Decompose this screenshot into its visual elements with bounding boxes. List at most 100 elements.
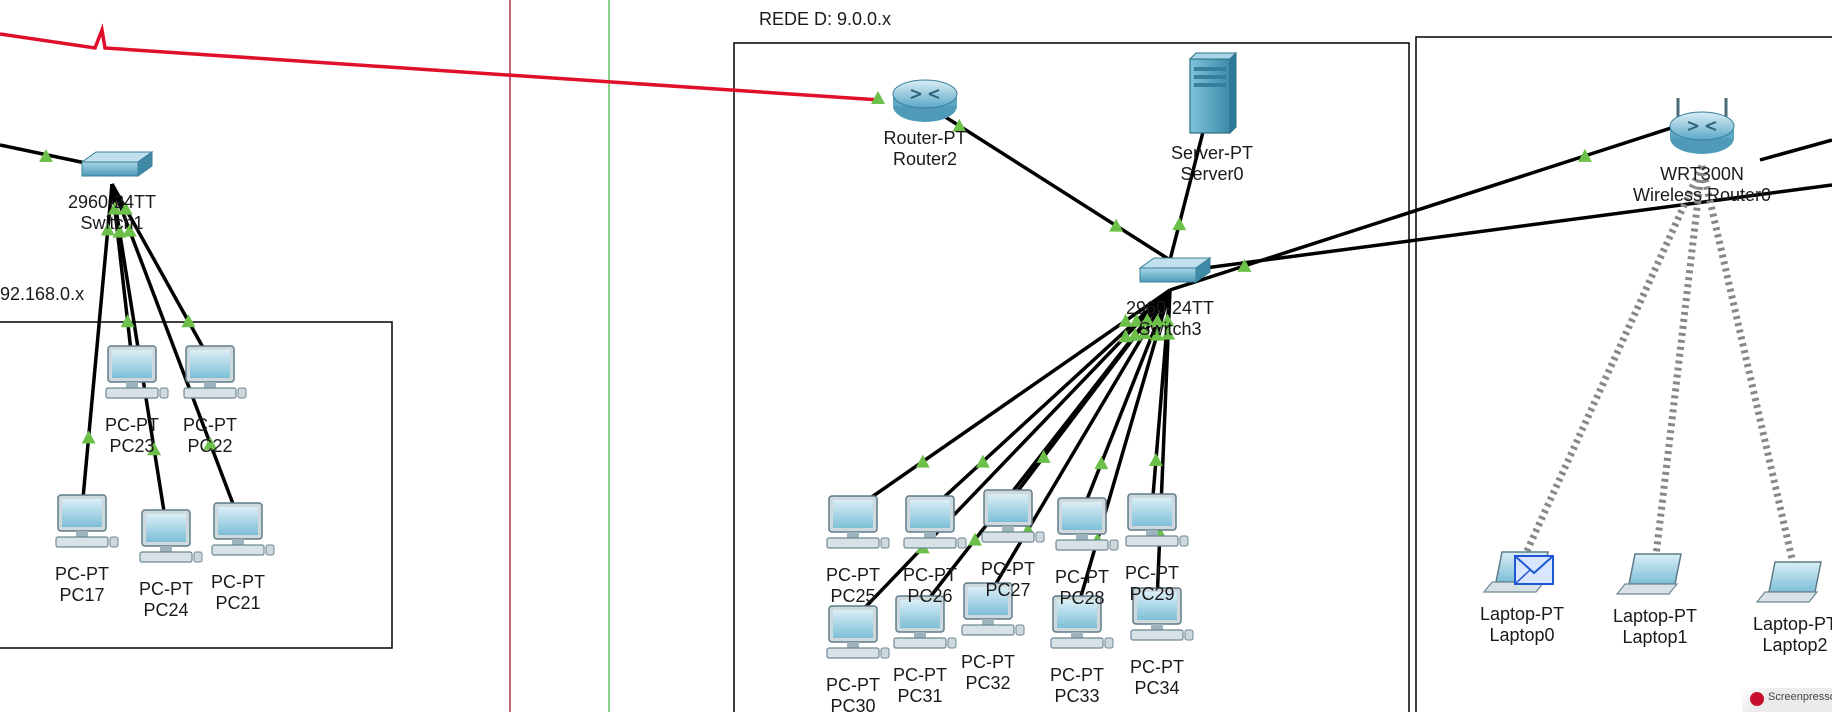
port-light-up — [1160, 313, 1175, 327]
copper-link[interactable] — [80, 183, 114, 510]
port-light-up — [1140, 312, 1155, 326]
port-light-up — [1172, 217, 1187, 231]
pc33-pc-icon[interactable] — [1050, 595, 1114, 649]
zone-rede-c[interactable] — [0, 321, 393, 649]
device-model: PC-PT — [139, 579, 193, 599]
device-name: PC21 — [215, 593, 261, 613]
pc26-pc-icon[interactable] — [903, 495, 967, 549]
copper-link[interactable] — [110, 183, 240, 518]
serial-link[interactable] — [0, 23, 881, 102]
pc21-pc-icon[interactable] — [211, 502, 275, 556]
switch1-switch-icon[interactable] — [80, 151, 154, 177]
port-light-up — [1094, 456, 1109, 470]
device-name: PC26 — [907, 586, 953, 606]
device-name: PC28 — [1059, 588, 1105, 608]
laptop1-laptop-icon[interactable] — [1615, 553, 1682, 595]
port-light-up — [107, 201, 122, 215]
pc32-pc-icon[interactable] — [961, 582, 1025, 636]
port-light-up — [1118, 313, 1133, 327]
copper-link[interactable] — [1155, 289, 1172, 603]
copper-link[interactable] — [1075, 289, 1172, 611]
pc28-pc-icon[interactable] — [1055, 497, 1119, 551]
device-name: PC34 — [1134, 678, 1180, 698]
zone-wireless[interactable] — [1415, 36, 1832, 712]
port-light-up — [147, 442, 162, 456]
port-light-up — [120, 314, 135, 328]
port-light-up — [203, 436, 218, 450]
device-model: Server-PT — [1170, 143, 1254, 163]
copper-link[interactable] — [1169, 116, 1703, 292]
copper-link-offscreen-right-1[interactable] — [1759, 138, 1832, 162]
device-name: Server0 — [1180, 164, 1244, 184]
pc23-pc-icon[interactable] — [105, 345, 169, 399]
port-light-up — [975, 454, 990, 468]
screenpresso-logo-icon — [1750, 692, 1764, 706]
device-model: PC-PT — [893, 665, 947, 685]
wireless-link[interactable] — [1698, 165, 1799, 573]
device-name: Laptop2 — [1762, 635, 1828, 655]
zone-rede-d[interactable] — [733, 42, 1410, 712]
port-light-up — [181, 314, 196, 328]
device-model: PC-PT — [1050, 665, 1104, 685]
port-light-up — [1237, 258, 1252, 272]
pc25-pc-icon[interactable] — [826, 495, 890, 549]
device-name: PC23 — [109, 436, 155, 456]
device-name: PC32 — [965, 673, 1011, 693]
laptop2-laptop-icon[interactable] — [1755, 561, 1822, 603]
pc30-pc-icon[interactable] — [826, 605, 890, 659]
pc29-pc-icon[interactable] — [1125, 493, 1189, 547]
port-light-up — [968, 532, 982, 546]
pc17-pc-icon[interactable] — [55, 494, 119, 548]
device-model: PC-PT — [826, 565, 880, 585]
copper-link[interactable] — [852, 288, 1171, 512]
port-light-up — [122, 223, 137, 237]
device-model: Laptop-PT — [1479, 604, 1565, 624]
envelope-icon[interactable] — [1514, 555, 1554, 585]
router2-router-icon[interactable] — [892, 79, 958, 122]
device-model: PC-PT — [903, 565, 957, 585]
screenpresso-watermark: Screenpresso — [1742, 688, 1832, 712]
device-name: PC27 — [985, 580, 1031, 600]
copper-link[interactable] — [924, 102, 1171, 262]
device-model: PC-PT — [55, 564, 109, 584]
port-light-up — [1150, 314, 1165, 328]
device-model: PC-PT — [981, 559, 1035, 579]
pc34-pc-icon[interactable] — [1130, 587, 1194, 641]
copper-link-offscreen-right-2[interactable] — [1189, 183, 1832, 272]
copper-link[interactable] — [986, 289, 1172, 598]
zone-label-rede-c: 92.168.0.x — [0, 284, 85, 304]
wireless-link[interactable] — [1518, 164, 1706, 564]
pc24-pc-icon[interactable] — [139, 509, 203, 563]
device-name: Router2 — [892, 149, 958, 169]
port-light-up — [118, 201, 133, 215]
device-name: Laptop0 — [1489, 625, 1555, 645]
watermark-text: Screenpresso — [1768, 691, 1832, 703]
port-light-up — [39, 149, 53, 162]
device-name: Laptop1 — [1622, 627, 1688, 647]
server0-server-icon[interactable] — [1188, 51, 1238, 135]
wr0-wireless-router-icon[interactable] — [1669, 98, 1735, 154]
copper-link[interactable] — [851, 288, 1172, 622]
pc31-pc-icon[interactable] — [893, 595, 957, 649]
pc27-pc-icon[interactable] — [981, 489, 1045, 543]
pc22-pc-icon[interactable] — [183, 345, 247, 399]
device-model: PC-PT — [211, 572, 265, 592]
switch3-switch-icon[interactable] — [1138, 257, 1212, 283]
port-light-up — [112, 224, 127, 238]
port-light-up — [1129, 313, 1144, 327]
copper-link[interactable] — [918, 288, 1172, 612]
device-model: PC-PT — [105, 415, 159, 435]
